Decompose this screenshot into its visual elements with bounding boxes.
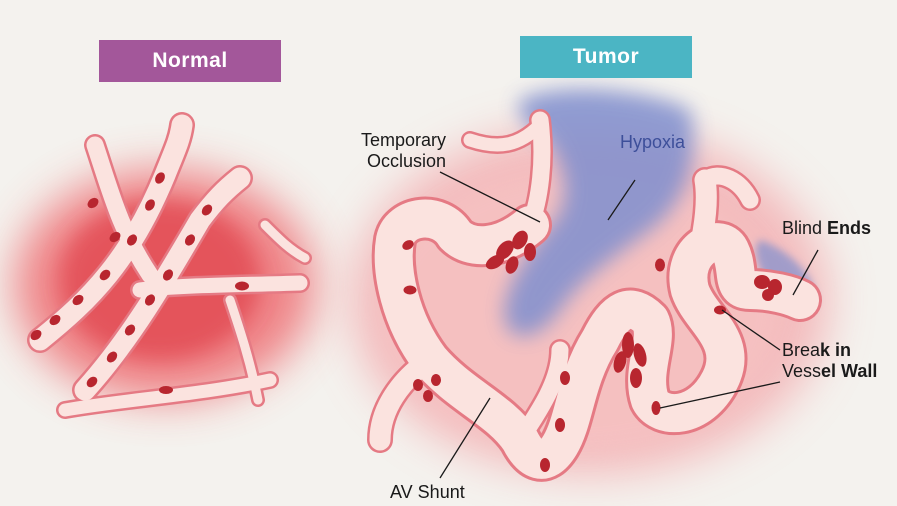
temporary-occlusion-line2: Occlusion (336, 151, 446, 172)
hypoxia-label: Hypoxia (620, 132, 685, 153)
break-label-line2: Vessel Wall (782, 361, 877, 382)
blind-ends-label-a: Blind (782, 218, 827, 238)
temporary-occlusion-label: Temporary Occlusion (336, 130, 446, 172)
break-in-vessel-wall-label: Break in Vessel Wall (782, 340, 877, 382)
normal-badge-label: Normal (152, 49, 227, 72)
break-label-line2-b: el Wall (821, 361, 877, 381)
blind-ends-label-b: Ends (827, 218, 871, 238)
tumor-badge-label: Tumor (573, 45, 639, 68)
av-shunt-label: AV Shunt (390, 482, 465, 503)
normal-tissue-panel (15, 125, 315, 410)
blind-ends-label: Blind Ends (782, 218, 871, 239)
break-label-line1-a: Brea (782, 340, 820, 360)
break-label-line2-a: Vess (782, 361, 821, 381)
tumor-badge: Tumor (520, 36, 692, 78)
temporary-occlusion-line1: Temporary (336, 130, 446, 151)
break-label-line1: Break in (782, 340, 877, 361)
break-label-line1-b: k in (820, 340, 851, 360)
normal-badge: Normal (99, 40, 281, 82)
